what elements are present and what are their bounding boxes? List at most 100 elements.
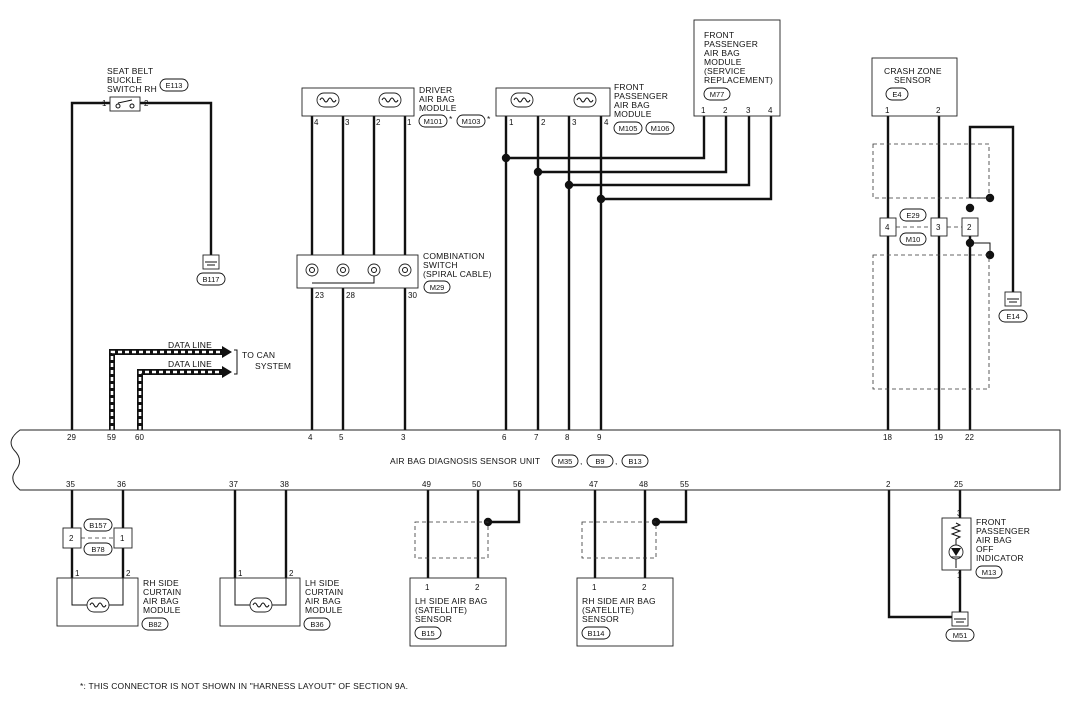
unit-body (10, 429, 1061, 491)
service-label-2: PASSENGER (704, 39, 758, 49)
crash-zone-sensor: CRASH ZONE SENSOR E4 1 2 4 3 2 E29 M10 E… (871, 57, 1028, 390)
seatbelt-label-2: BUCKLE (107, 75, 142, 85)
junction-dot (501, 153, 511, 163)
lh-curtain-pin: 2 (289, 569, 294, 578)
combo-label-3: (SPIRAL CABLE) (423, 269, 492, 279)
driver-pin: 4 (314, 118, 319, 127)
separator: , (580, 456, 583, 466)
connector-m13: M13 (982, 568, 997, 577)
unit-top-pin: 4 (308, 433, 313, 442)
connector-e4: E4 (892, 90, 901, 99)
joint-pin-box (113, 527, 133, 549)
wire-seatbelt-29 (70, 101, 110, 430)
lh-satellite-label: LH SIDE AIR BAG (415, 596, 487, 606)
indicator-label: OFF (976, 544, 994, 554)
rh-curtain-label: MODULE (143, 605, 181, 615)
driver-label-1: DRIVER (419, 85, 452, 95)
shield-zone (872, 143, 990, 199)
connector-m77: M77 (710, 90, 725, 99)
wires (70, 101, 1015, 619)
connector-tag (621, 454, 649, 468)
footnote-star: * (449, 114, 453, 124)
data-line-label: DATA LINE (168, 359, 212, 369)
connector-tag (581, 626, 611, 640)
connector-tag (613, 121, 643, 135)
unit-top-pin: 29 (67, 433, 76, 442)
connector-tag (975, 565, 1003, 579)
combo-pin: 23 (315, 291, 324, 300)
connector-tag (418, 114, 448, 128)
spiral-terminal-icon (371, 267, 377, 273)
connector-e113: E113 (166, 81, 183, 90)
service-label-5: (SERVICE (704, 66, 746, 76)
data-line-wire (110, 350, 222, 430)
connector-tag (586, 454, 614, 468)
connector-b15: B15 (421, 629, 434, 638)
rh-curtain-label: CURTAIN (143, 587, 181, 597)
unit-bottom-pin: 47 (589, 480, 598, 489)
passenger-label-1: FRONT (614, 82, 644, 92)
connector-m101: M101 (424, 117, 443, 126)
bracket (234, 349, 238, 375)
indicator-label: FRONT (976, 517, 1006, 527)
lh-curtain-module: 1 2 LH SIDE CURTAIN AIR BAG MODULE B36 (219, 569, 343, 631)
wire-2-ground (887, 490, 955, 619)
unit-label: AIR BAG DIAGNOSIS SENSOR UNIT (390, 456, 540, 466)
rh-curtain-label: RH SIDE (143, 578, 179, 588)
shield-zone (872, 254, 990, 390)
unit-top-pin: 6 (502, 433, 507, 442)
connector-b78: B78 (91, 545, 104, 554)
passenger-label-3: AIR BAG (614, 100, 650, 110)
rh-curtain-joint-pin: 2 (69, 534, 74, 543)
spiral-terminal-icon (305, 263, 319, 277)
driver-label-2: AIR BAG (419, 94, 455, 104)
squib-lead (234, 578, 250, 606)
connector-tag (645, 121, 675, 135)
data-line-wire (137, 369, 222, 430)
unit-top-pin: 59 (107, 433, 116, 442)
spiral-terminal-icon (340, 267, 346, 273)
seat-belt-switch: SEAT BELT BUCKLE SWITCH RH E113 1 2 B117 (102, 66, 226, 286)
junctions (483, 153, 995, 527)
connector-tag (303, 617, 331, 631)
squib-coil-icon (89, 602, 107, 608)
unit-top-pin: 5 (339, 433, 344, 442)
rh-curtain-module: 2 1 B157 B78 1 2 RH SIDE CURTAIN AIR BAG… (56, 518, 181, 631)
joint-pin: 3 (936, 223, 941, 232)
data-line-wire (138, 370, 222, 430)
service-label-4: MODULE (704, 57, 742, 67)
seatbelt-label-3: SWITCH RH (107, 84, 157, 94)
footnote: *: THIS CONNECTOR IS NOT SHOWN IN "HARNE… (80, 681, 408, 691)
combination-switch: 23 28 30 COMBINATION SWITCH (SPIRAL CABL… (296, 251, 492, 300)
combo-pin: 28 (346, 291, 355, 300)
connector-b13: B13 (628, 457, 641, 466)
unit-top-pin: 60 (135, 433, 144, 442)
squib-coil-icon (513, 97, 531, 103)
crash-label-1: CRASH ZONE (884, 66, 942, 76)
service-pin: 2 (723, 106, 728, 115)
passenger-label-2: PASSENGER (614, 91, 668, 101)
unit-bottom-pin: 2 (886, 480, 891, 489)
switch-body (109, 96, 141, 112)
unit-top-pin: 8 (565, 433, 570, 442)
connector-tag (551, 454, 579, 468)
service-label-3: AIR BAG (704, 48, 740, 58)
wire-seatbelt-ground (140, 101, 213, 255)
footnote-star: * (487, 114, 491, 124)
combo-label-1: COMBINATION (423, 251, 485, 261)
lh-curtain-label: MODULE (305, 605, 343, 615)
crash-pin: 1 (885, 106, 890, 115)
joint-pin: 4 (885, 223, 890, 232)
passenger-pin: 3 (572, 118, 577, 127)
seatbelt-pin-1: 1 (102, 99, 107, 108)
rh-curtain-pin: 1 (75, 569, 80, 578)
crash-pin: 2 (936, 106, 941, 115)
lh-curtain-label: LH SIDE (305, 578, 340, 588)
ground-m51: M51 (953, 631, 968, 640)
connector-m106: M106 (651, 124, 670, 133)
spiral-terminal-icon (309, 267, 315, 273)
unit-top-pin: 22 (965, 433, 974, 442)
switch-lever-icon (117, 99, 133, 104)
data-line-label: DATA LINE (168, 340, 212, 350)
